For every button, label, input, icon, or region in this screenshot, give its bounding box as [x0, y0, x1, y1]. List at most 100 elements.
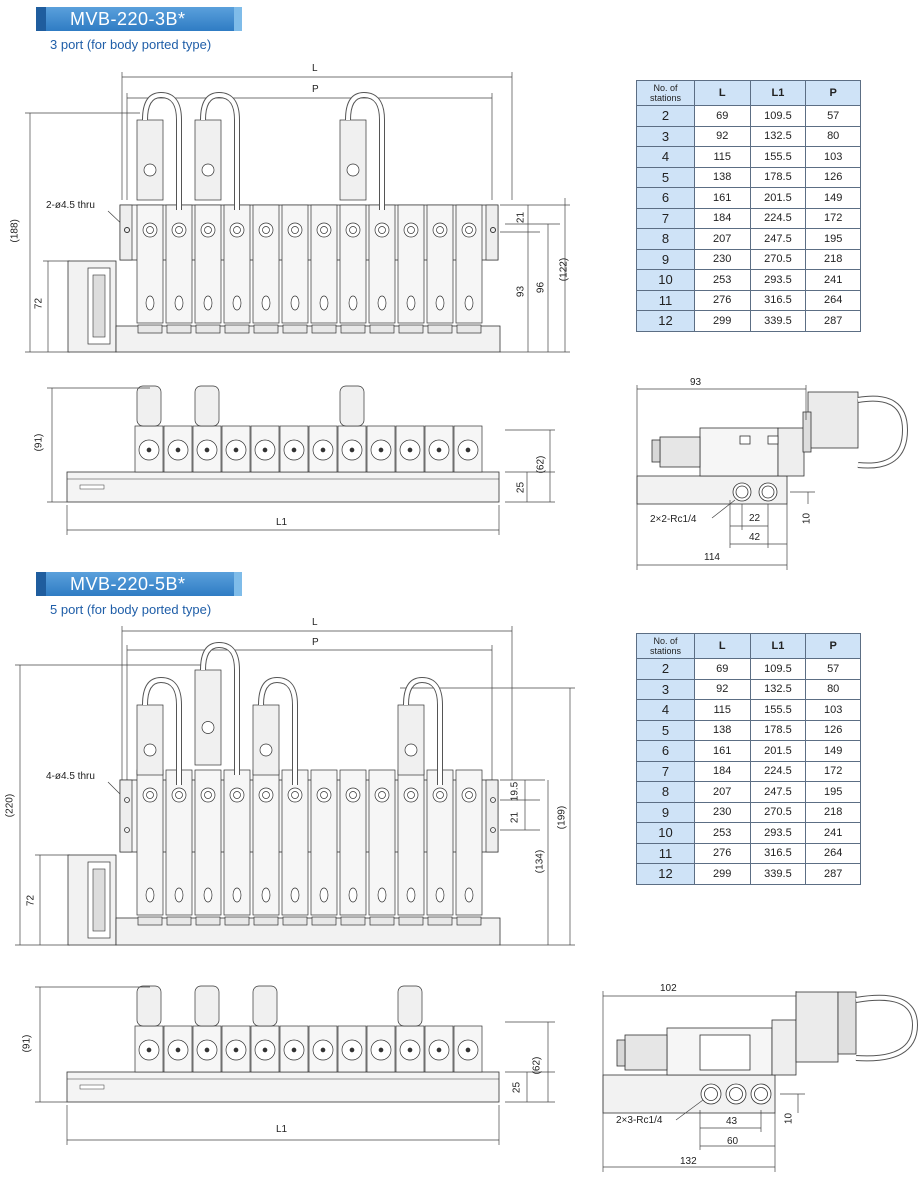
side-dim-93: 93 [690, 377, 702, 388]
value-cell: 126 [805, 166, 861, 188]
value-cell: 155.5 [749, 699, 807, 721]
station-cell: 5 [636, 166, 695, 188]
station-cell: 5 [636, 719, 695, 741]
dim-62: (62) [535, 455, 547, 474]
station-cell: 2 [636, 105, 695, 127]
side2-dim-132: 132 [680, 1156, 697, 1167]
dim2-199: (199) [556, 805, 568, 830]
value-cell: 195 [805, 228, 861, 250]
dim-93: 93 [515, 285, 527, 298]
dim2-220: (220) [4, 793, 16, 818]
dim2-P: P [312, 637, 319, 648]
value-cell: 299 [693, 310, 751, 332]
dim2-L: L [312, 617, 318, 628]
value-cell: 69 [693, 105, 751, 127]
header-L1: L1 [749, 80, 807, 106]
station-cell: 12 [636, 310, 695, 332]
value-cell: 207 [693, 781, 751, 803]
value-cell: 241 [805, 822, 861, 844]
dim-21: 21 [515, 211, 527, 224]
value-cell: 178.5 [749, 166, 807, 188]
dim-188: (188) [9, 219, 21, 243]
dim2-L1: L1 [276, 1124, 288, 1135]
dim2-62: (62) [531, 1056, 543, 1075]
value-cell: 115 [693, 699, 751, 721]
station-cell: 7 [636, 760, 695, 782]
side2-dim-43: 43 [726, 1116, 738, 1127]
header-P: P [805, 633, 861, 659]
station-cell: 3 [636, 678, 695, 700]
station-cell: 8 [636, 781, 695, 803]
value-cell: 247.5 [749, 228, 807, 250]
dim-P: P [312, 84, 319, 95]
station-cell: 11 [636, 289, 695, 311]
dim2-25: 25 [511, 1081, 523, 1094]
value-cell: 207 [693, 228, 751, 250]
header-P: P [805, 80, 861, 106]
value-cell: 270.5 [749, 248, 807, 270]
value-cell: 264 [805, 289, 861, 311]
section1-front-view [66, 471, 500, 503]
value-cell: 201.5 [749, 740, 807, 762]
value-cell: 316.5 [749, 842, 807, 864]
value-cell: 201.5 [749, 187, 807, 209]
section2-subtitle: 5 port (for body ported type) [50, 602, 212, 617]
value-cell: 253 [693, 269, 751, 291]
station-cell: 4 [636, 699, 695, 721]
section2-title-bar: MVB-220-5B* [36, 572, 242, 596]
station-cell: 10 [636, 822, 695, 844]
station-cell: 9 [636, 248, 695, 270]
value-cell: 241 [805, 269, 861, 291]
station-cell: 2 [636, 658, 695, 680]
station-cell: 3 [636, 125, 695, 147]
dim-72: 72 [33, 297, 45, 310]
station-cell: 6 [636, 740, 695, 762]
value-cell: 155.5 [749, 146, 807, 168]
side2-dim-102: 102 [660, 983, 677, 994]
value-cell: 184 [693, 760, 751, 782]
section1-subtitle: 3 port (for body ported type) [50, 37, 212, 52]
station-cell: 10 [636, 269, 695, 291]
dim-91: (91) [33, 433, 45, 452]
value-cell: 293.5 [749, 269, 807, 291]
value-cell: 161 [693, 187, 751, 209]
side2-dim-10: 10 [783, 1112, 795, 1125]
dim-L: L [312, 63, 318, 74]
value-cell: 264 [805, 842, 861, 864]
header-L: L [693, 80, 751, 106]
value-cell: 253 [693, 822, 751, 844]
header-stations: No. of stations [636, 633, 695, 659]
hole-label: 2-ø4.5 thru [46, 200, 95, 211]
value-cell: 126 [805, 719, 861, 741]
value-cell: 172 [805, 207, 861, 229]
dim2-21: 21 [509, 811, 521, 824]
section2-side-view [602, 991, 919, 1114]
value-cell: 172 [805, 760, 861, 782]
station-cell: 9 [636, 801, 695, 823]
value-cell: 80 [805, 125, 861, 147]
value-cell: 218 [805, 801, 861, 823]
station-cell: 6 [636, 187, 695, 209]
value-cell: 195 [805, 781, 861, 803]
dim-122: (122) [558, 257, 570, 282]
value-cell: 69 [693, 658, 751, 680]
section1-title-bar: MVB-220-3B* [36, 7, 242, 31]
value-cell: 299 [693, 863, 751, 885]
